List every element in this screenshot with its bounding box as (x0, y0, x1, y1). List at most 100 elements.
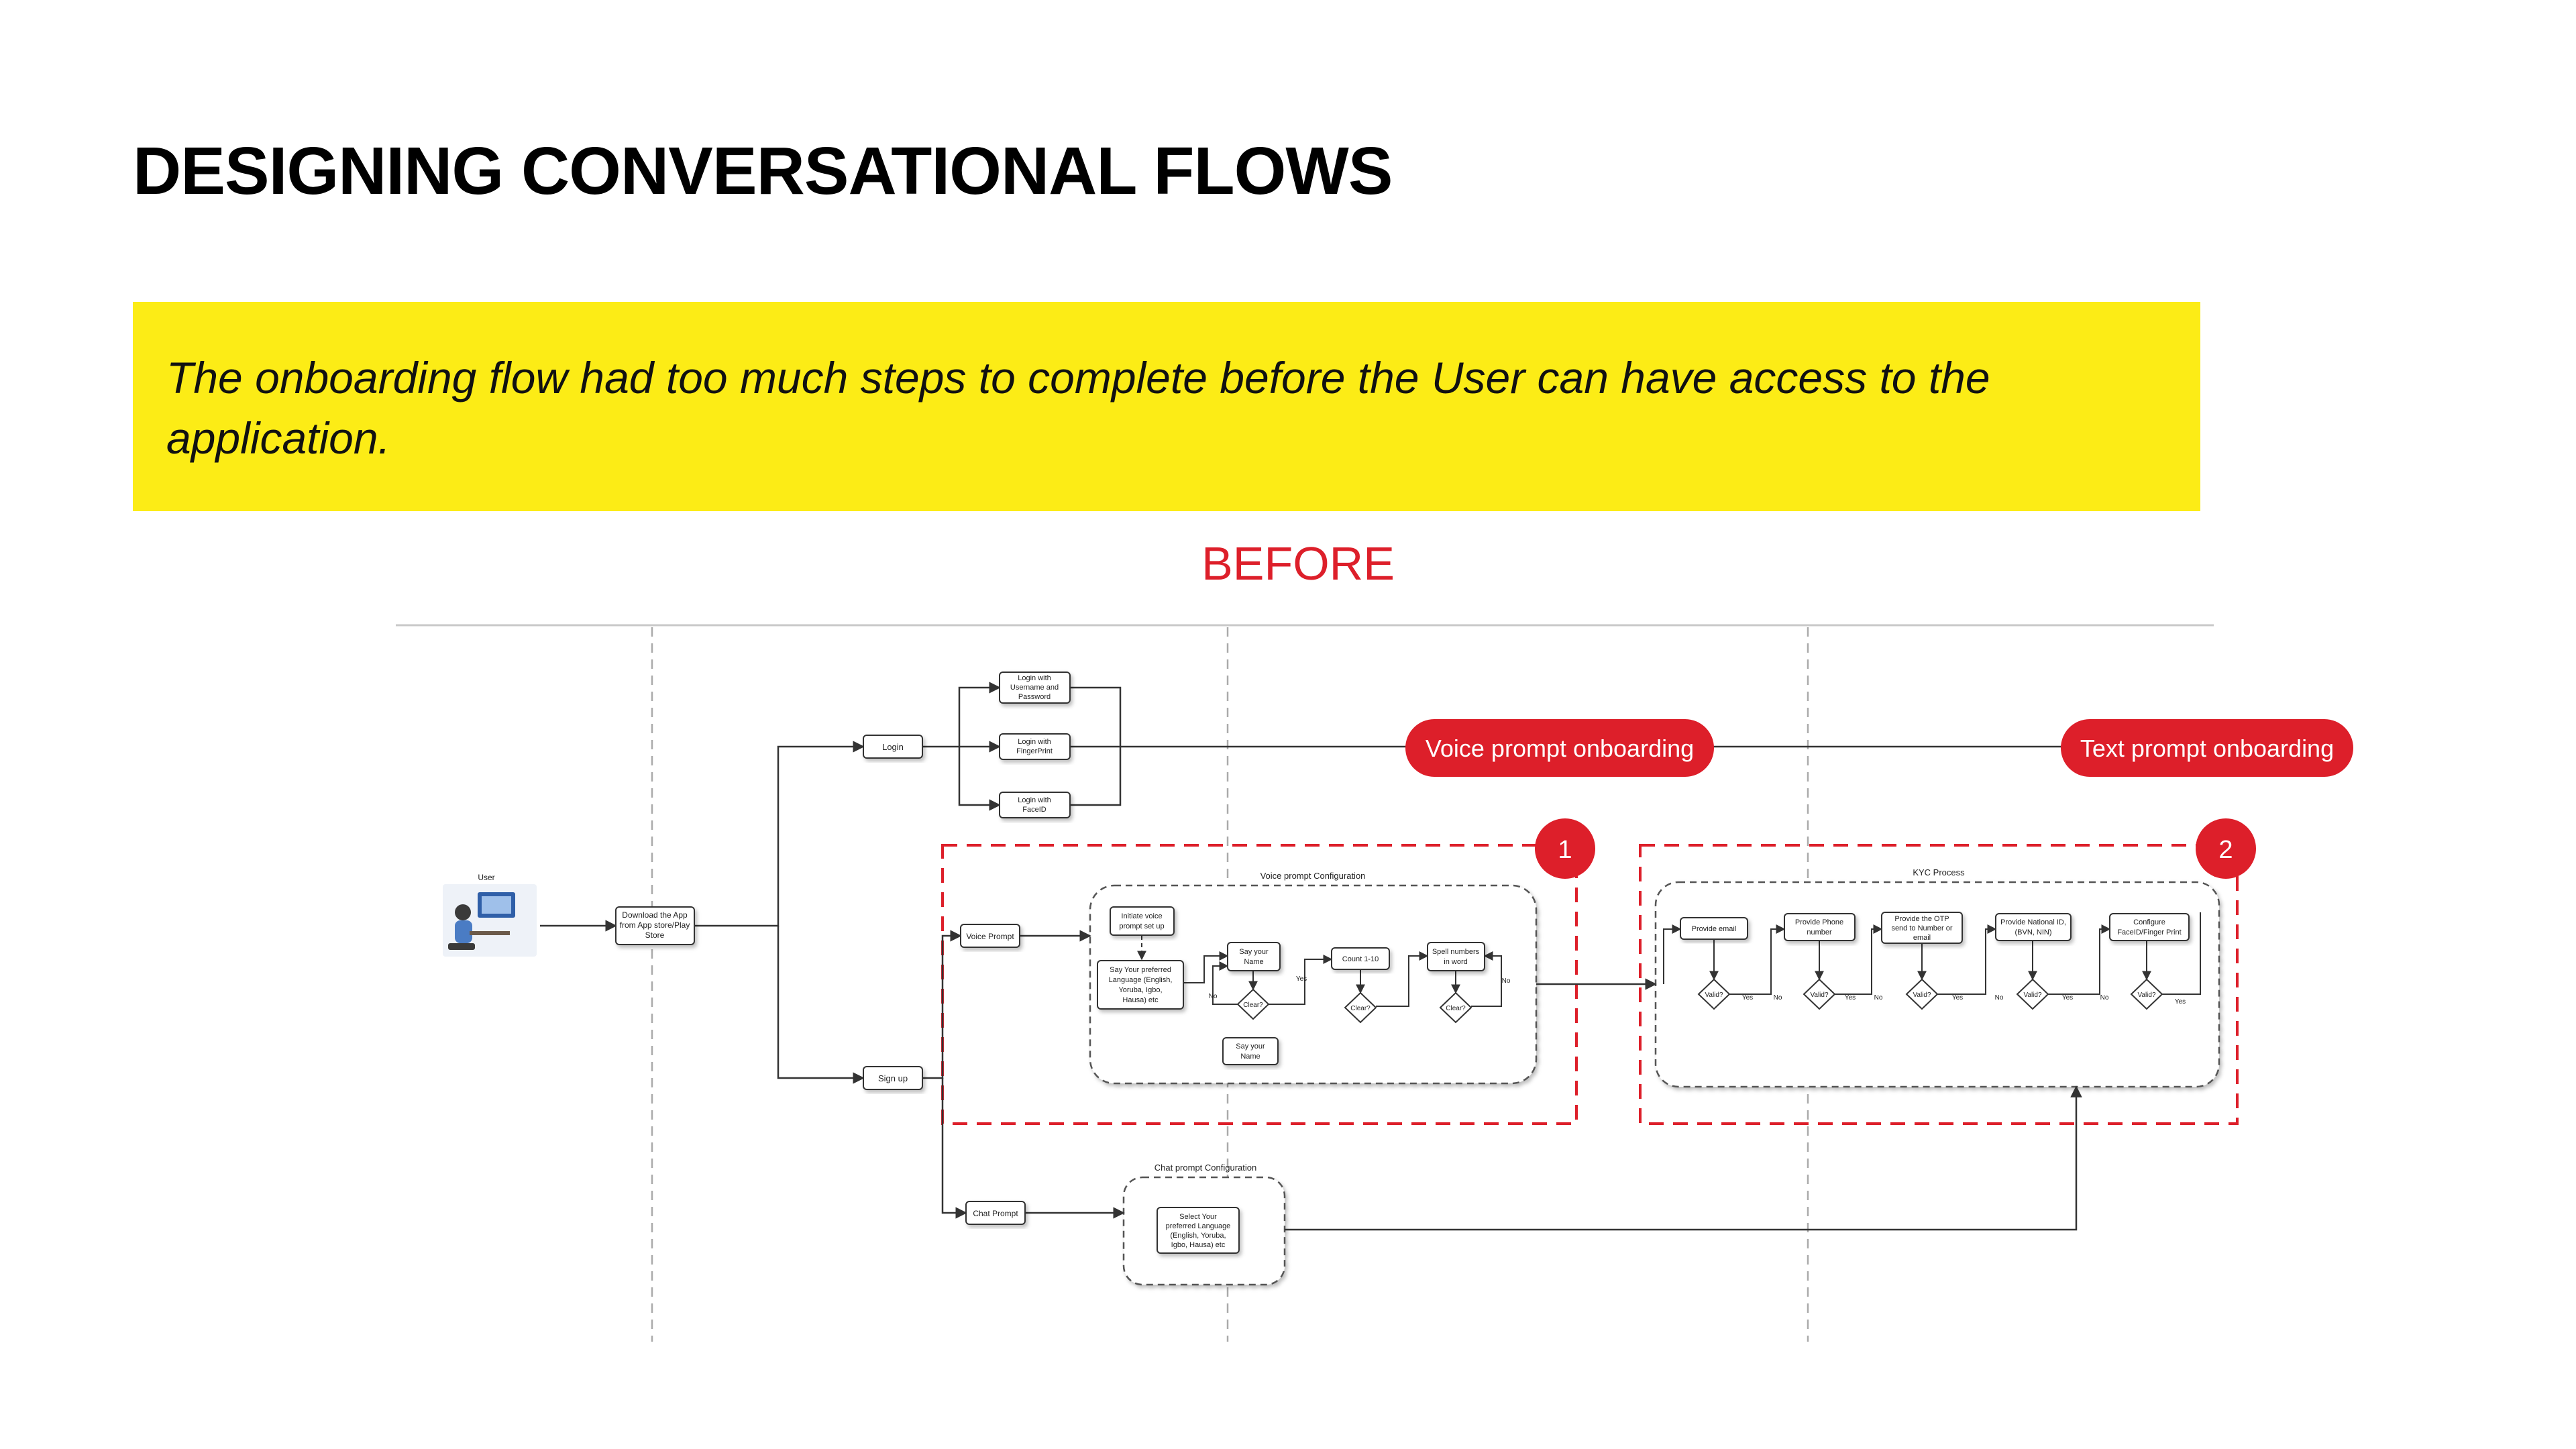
language-to-name-connector (1183, 951, 1229, 983)
kyc-valid5-exit (2162, 912, 2201, 995)
kyc-valid-3-label: Valid? (1913, 991, 1931, 999)
kyc-yes-label-4: Yes (2062, 994, 2073, 1002)
marker-2: 2 (2196, 818, 2256, 879)
kyc-yes-label-5: Yes (2175, 998, 2186, 1006)
login-username-line-1: Login with (1018, 674, 1051, 682)
kyc-phone-line-1: Provide Phone (1795, 918, 1843, 926)
count-node: Count 1-10 (1331, 947, 1390, 970)
kyc-phone-node: Provide Phone number (1784, 913, 1856, 941)
kyc-otp-line-3: email (1913, 934, 1931, 942)
clear-1-label: Clear? (1243, 1002, 1263, 1009)
voice-prompt-node: Voice Prompt (960, 924, 1020, 948)
chat-language-line-3: (English, Yoruba, (1170, 1232, 1226, 1240)
download-line-3: Store (645, 930, 665, 940)
language-line-2: Language (English, (1109, 976, 1173, 984)
download-to-login-connector (694, 741, 865, 927)
chat-language-node: Select Your preferred Language (English,… (1157, 1207, 1240, 1254)
chat-prompt-node: Chat Prompt (965, 1201, 1026, 1225)
login-fingerprint-line-2: FingerPrint (1016, 747, 1053, 755)
kyc-configure-node: Configure FaceID/Finger Print (2109, 913, 2190, 941)
kyc-configure-line-1: Configure (2133, 918, 2165, 926)
before-label: BEFORE (1201, 537, 1395, 590)
kyc-national-id-node: Provide National ID, (BVN, NIN) (1995, 913, 2072, 941)
initiate-line-1: Initiate voice (1121, 912, 1162, 920)
kyc-valid1-to-phone (1729, 924, 1786, 995)
kyc-valid-1-label: Valid? (1705, 991, 1723, 999)
voice-config-title: Voice prompt Configuration (1260, 871, 1366, 881)
login-fingerprint-node: Login with FingerPrint (999, 733, 1071, 760)
callout-text: The onboarding flow had too much steps t… (166, 353, 1990, 463)
kyc-valid-decision-4: Valid? (2016, 978, 2049, 1010)
login-faceid-line-2: FaceID (1022, 806, 1046, 814)
clear-decision-2: Clear? (1344, 991, 1377, 1024)
kyc-yes-label-2: Yes (1845, 994, 1856, 1002)
clear-1-no-label: No (1209, 993, 1218, 1000)
kyc-yes-label-3: Yes (1952, 994, 1963, 1002)
kyc-valid4-to-configure (2048, 924, 2111, 995)
signup-to-chat-connector (941, 1078, 967, 1219)
chat-config-title: Chat prompt Configuration (1155, 1163, 1256, 1173)
download-node: Download the App from App store/Play Sto… (615, 906, 695, 945)
clear-decision-3: Clear? (1439, 991, 1472, 1024)
spell-line-1: Spell numbers (1432, 948, 1480, 956)
kyc-title: KYC Process (1913, 867, 1965, 877)
chat-language-line-4: Igbo, Hausa) etc (1171, 1241, 1226, 1249)
text-onboarding-badge: Text prompt onboarding (2061, 719, 2353, 777)
language-line-3: Yoruba, Igbo, (1118, 986, 1162, 994)
clear-to-spell-connector (1376, 951, 1429, 1007)
marker-2-label: 2 (2218, 836, 2233, 864)
login-username-node: Login with Username and Password (999, 672, 1071, 704)
user-illustration-icon (443, 884, 537, 957)
problem-callout: The onboarding flow had too much steps t… (133, 302, 2200, 511)
say-name-retry-line-1: Say your (1236, 1042, 1265, 1051)
voice-prompt-label: Voice Prompt (966, 932, 1014, 941)
kyc-highlight (1639, 844, 2239, 1125)
initiate-voice-node: Initiate voice prompt set up (1110, 906, 1175, 936)
login-faceid-line-1: Login with (1018, 796, 1051, 804)
say-name-line-2: Name (1244, 958, 1263, 966)
kyc-phone-line-2: number (1807, 928, 1832, 936)
login-faceid-node: Login with FaceID (999, 792, 1071, 818)
download-line-2: from App store/Play (620, 920, 690, 930)
say-name-node: Say your Name (1227, 942, 1281, 971)
chat-language-line-1: Select Your (1179, 1213, 1217, 1221)
say-name-line-1: Say your (1239, 948, 1269, 956)
clear-no-loop (1212, 961, 1238, 1005)
login-label: Login (882, 742, 904, 752)
kyc-valid-decision-2: Valid? (1803, 978, 1836, 1010)
say-name-retry-node: Say your Name (1222, 1037, 1279, 1065)
kyc-configure-line-2: FaceID/Finger Print (2117, 928, 2181, 936)
chat-config-to-kyc-connector (1285, 1085, 2082, 1231)
login-to-username-connector (922, 682, 1001, 748)
spell-no-loop (1471, 951, 1502, 1007)
clear-3-no-label: No (1502, 977, 1511, 985)
kyc-id-line-1: Provide National ID, (2000, 918, 2066, 926)
spell-numbers-node: Spell numbers in word (1427, 942, 1485, 971)
kyc-no-label-3: No (1995, 994, 2004, 1002)
kyc-valid-decision-3: Valid? (1905, 978, 1939, 1010)
signup-label: Sign up (878, 1073, 908, 1083)
kyc-email-node: Provide email (1680, 917, 1748, 940)
language-line-4: Hausa) etc (1122, 996, 1159, 1004)
language-line-1: Say Your preferred (1110, 966, 1171, 974)
clear-1-yes-label: Yes (1296, 975, 1307, 983)
clear-yes-to-count (1269, 955, 1333, 1005)
spell-line-2: in word (1444, 958, 1467, 966)
marker-1: 1 (1535, 818, 1595, 879)
voice-config-group (1089, 884, 1538, 1085)
kyc-email-label: Provide email (1692, 925, 1737, 933)
signup-node: Sign up (863, 1066, 923, 1090)
kyc-valid2-to-otp (1835, 924, 1883, 995)
kyc-entry-connector (1663, 924, 1682, 984)
signup-to-voice-connector (922, 930, 962, 1079)
kyc-valid-decision-1: Valid? (1697, 978, 1731, 1010)
user-label: User (478, 873, 494, 882)
login-node: Login (863, 735, 923, 759)
kyc-valid-5-label: Valid? (2137, 991, 2155, 999)
kyc-no-label-2: No (1874, 994, 1883, 1002)
kyc-valid3-to-id (1937, 924, 1997, 995)
kyc-otp-line-2: send to Number or (1891, 924, 1952, 932)
clear-3-label: Clear? (1446, 1005, 1466, 1012)
login-to-faceid-connector (958, 747, 1001, 811)
kyc-valid-decision-5: Valid? (2130, 978, 2163, 1010)
